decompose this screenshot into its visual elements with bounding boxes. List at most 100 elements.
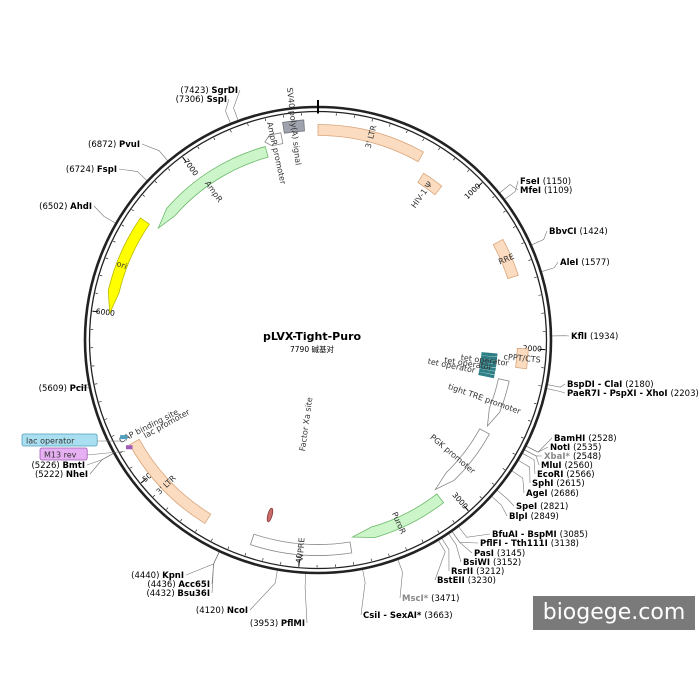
tick-mark [534, 276, 537, 279]
site-position: (3152) [493, 558, 521, 568]
feature-arc [264, 132, 284, 147]
restriction-site-label: BspDI - ClaI (2180) [567, 380, 654, 390]
site-position: (2560) [565, 461, 593, 471]
restriction-site-label: BamHI (2528) [554, 434, 617, 444]
site-leader-line [524, 449, 540, 466]
primer-label: lac operator [26, 437, 75, 446]
site-leader-line [233, 89, 241, 121]
tick-mark [166, 507, 169, 510]
feature-label: tight TRE promoter [447, 382, 523, 416]
restriction-site-label: FseI (1150) [520, 177, 571, 187]
restriction-site-label: (5226) BmtI [31, 461, 85, 471]
site-name: BlpI [509, 512, 531, 522]
feature-label: WPRE [296, 537, 307, 561]
tick-mark [463, 505, 469, 512]
tick-mark [111, 435, 115, 437]
site-leader-line [491, 496, 508, 517]
factor-xa-glyph [266, 507, 274, 523]
site-leader-line [511, 470, 525, 494]
feature-arc [282, 119, 305, 134]
site-leader-line [497, 490, 515, 507]
site-position: (2203) [671, 389, 699, 399]
tick-mark [405, 547, 407, 550]
restriction-site-label: (3953) PflMI [250, 619, 305, 629]
site-name: KpnI [162, 571, 184, 581]
feature-arc [350, 493, 445, 539]
restriction-site-label: KflI (1934) [571, 332, 618, 342]
tick-mark [180, 519, 183, 522]
site-position: (6724) [66, 165, 97, 175]
tick-label: 6000 [95, 307, 115, 318]
tick-mark [502, 468, 506, 471]
site-name: SgrDI [211, 86, 238, 96]
tick-mark [477, 182, 483, 188]
tick-mark [227, 546, 230, 550]
site-leader-line [531, 230, 548, 246]
site-leader-lines [75, 89, 570, 624]
tet-operator-box [478, 371, 495, 379]
tick-mark [213, 137, 216, 141]
tick-mark [533, 402, 537, 405]
tick-mark [247, 123, 249, 127]
site-name: SspI [207, 95, 227, 105]
site-name: BsiWI [463, 558, 493, 568]
site-position: (3471) [431, 594, 459, 604]
site-name: FspI [97, 165, 117, 175]
tick-mark [388, 553, 390, 557]
tick-mark [406, 130, 408, 134]
site-name: FseI [520, 177, 543, 187]
site-name: PciI [70, 384, 87, 394]
tick-mark [244, 553, 247, 556]
site-name: Acc65I [178, 580, 210, 590]
site-position: (5226) [31, 461, 62, 471]
tick-mark [512, 226, 516, 229]
primer-leader-line [87, 450, 126, 456]
tick-mark [422, 138, 425, 141]
site-position: (2528) [588, 434, 616, 444]
site-name: BmtI [62, 461, 85, 471]
tick-mark [121, 224, 125, 227]
site-leader-line [546, 388, 566, 394]
site-position: (2566) [566, 470, 594, 480]
site-name: CsiI - SexAI* [363, 611, 424, 621]
tick-mark [152, 494, 156, 497]
watermark: biogege.com [533, 596, 695, 630]
site-leader-line [141, 143, 168, 161]
site-leader-line [75, 384, 90, 389]
restriction-site-label: BlpI (2849) [509, 512, 559, 522]
tick-mark [520, 436, 524, 439]
tick-mark [467, 169, 470, 172]
restriction-site-label: (4120) NcoI [196, 606, 248, 616]
site-name: AgeI [526, 489, 551, 499]
site-position: (3085) [560, 530, 588, 540]
site-position: (6502) [39, 202, 70, 212]
feature-arc [107, 217, 151, 314]
site-position: (2180) [625, 380, 653, 390]
restriction-site-label: NotI (2535) [550, 443, 601, 453]
site-leader-line [89, 453, 114, 475]
site-position: (2686) [551, 489, 579, 499]
tick-mark [99, 401, 102, 403]
site-leader-line [451, 531, 479, 544]
tick-mark [104, 418, 108, 420]
restriction-site-label: (5609) PciI [39, 384, 87, 394]
restriction-site-label: MfeI (1109) [520, 186, 572, 196]
restriction-site-label: EcoRI (2566) [537, 470, 595, 480]
site-name: MscI* [402, 594, 431, 604]
site-name: EcoRI [537, 470, 566, 480]
site-name: RsrII [451, 567, 476, 577]
tick-mark [129, 466, 133, 469]
feature-arc [486, 378, 510, 428]
tick-mark [168, 168, 171, 171]
tick-mark [142, 194, 145, 197]
site-position: (3230) [468, 576, 496, 586]
site-leader-line [304, 573, 308, 624]
site-leader-line [118, 168, 148, 181]
site-position: (4120) [196, 606, 227, 616]
site-leader-line [434, 540, 446, 581]
site-name: AhdI [70, 202, 92, 212]
site-position: (6872) [88, 140, 119, 150]
